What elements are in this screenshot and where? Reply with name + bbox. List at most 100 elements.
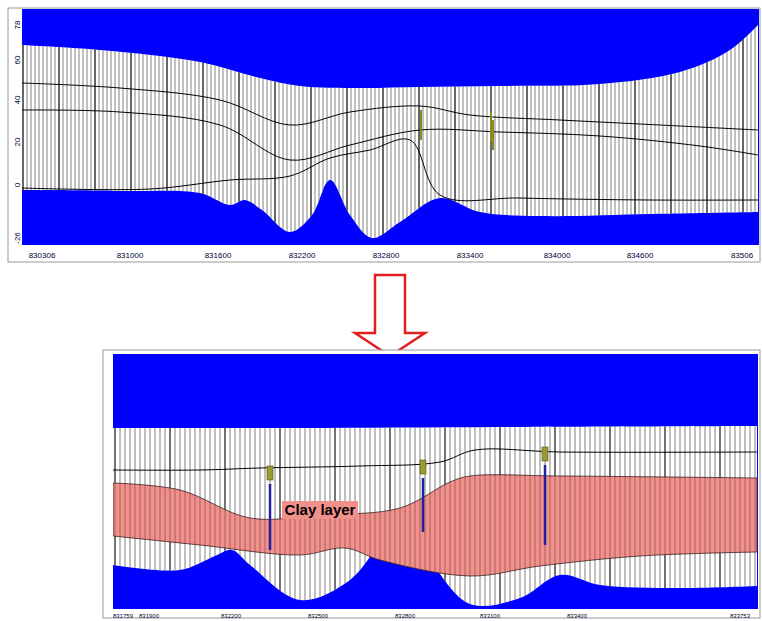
grid-column: [331, 0, 332, 260]
axis-tick-label: 831759: [113, 613, 133, 619]
grid-column: [195, 460, 196, 600]
grid-column: [691, 0, 692, 260]
grid-column: [580, 460, 581, 600]
grid-column: [207, 0, 208, 260]
grid-column: [279, 0, 280, 260]
grid-column: [500, 460, 501, 600]
grid-column: [523, 0, 524, 260]
grid-column: [379, 0, 380, 260]
axis-tick-label: 830306: [29, 252, 56, 260]
grid-column: [510, 460, 511, 600]
axis-tick-label: 832800: [373, 252, 400, 260]
grid-column: [579, 0, 580, 260]
grid-column: [94, 0, 95, 260]
grid-column: [67, 0, 68, 260]
grid-column: [227, 0, 228, 260]
grid-column: [495, 460, 496, 600]
grid-column: [274, 0, 275, 260]
grid-column: [255, 460, 256, 600]
grid-column: [480, 460, 481, 600]
grid-column: [395, 460, 396, 600]
grid-column: [315, 460, 316, 600]
grid-column: [747, 0, 748, 260]
grid-column: [310, 460, 311, 600]
grid-column: [71, 0, 72, 260]
grid-column: [705, 460, 706, 600]
grid-column: [235, 400, 236, 615]
grid-column: [127, 0, 128, 260]
grid-column: [545, 460, 546, 600]
grid-column: [370, 460, 371, 600]
grid-column: [183, 0, 184, 260]
grid-column: [323, 0, 324, 260]
grid-column: [645, 460, 646, 600]
axis-tick-label: 20: [14, 138, 22, 147]
grid-column: [445, 460, 446, 600]
grid-column: [567, 0, 568, 260]
grid-column: [695, 0, 696, 260]
grid-column: [179, 0, 180, 260]
grid-column: [439, 0, 440, 260]
grid-column: [339, 0, 340, 260]
grid-column: [343, 0, 344, 260]
grid-column: [550, 460, 551, 600]
grid-column: [295, 0, 296, 260]
borehole-mark: [267, 466, 273, 480]
grid-column: [505, 460, 506, 600]
grid-column: [555, 460, 556, 600]
grid-column: [640, 460, 641, 600]
layer-boundary: [22, 139, 758, 201]
grid-column: [547, 0, 548, 260]
model-grid: [9, 0, 759, 261]
grid-column: [120, 460, 121, 600]
grid-column: [680, 460, 681, 600]
grid-column: [745, 460, 746, 600]
borehole: [269, 484, 272, 550]
grid-column: [625, 460, 626, 600]
axis-tick-label: 833400: [567, 613, 587, 619]
grid-column: [195, 0, 196, 260]
grid-column: [611, 0, 612, 260]
grid-column: [395, 0, 396, 260]
grid-column: [327, 0, 328, 260]
grid-column: [571, 0, 572, 260]
grid-column: [539, 0, 540, 260]
grid-column: [260, 460, 261, 600]
grid-column: [715, 0, 716, 260]
grid-column: [123, 0, 124, 260]
grid-column: [175, 0, 176, 260]
grid-column: [346, 0, 347, 260]
grid-column: [275, 400, 276, 615]
axis-tick-label: 834600: [627, 252, 654, 260]
grid-column: [103, 0, 104, 260]
grid-column: [202, 0, 203, 260]
layer-boundary: [113, 449, 757, 470]
grid-column: [699, 0, 700, 260]
grid-column: [224, 400, 225, 615]
grid-column: [280, 460, 281, 600]
grid-column: [43, 0, 44, 260]
grid-column: [350, 460, 351, 600]
axis-tick-label: 832200: [221, 613, 241, 619]
grid-column: [263, 0, 264, 260]
grid-column: [115, 460, 116, 600]
grid-column: [465, 460, 466, 600]
grid-column: [299, 0, 300, 260]
grid-column: [355, 0, 356, 260]
grid-column: [375, 0, 376, 260]
grid-column: [475, 0, 476, 260]
axis-tick-label: 60: [14, 56, 22, 65]
grid-column: [238, 0, 239, 260]
grid-column: [615, 460, 616, 600]
grid-column: [595, 460, 596, 600]
grid-column: [295, 460, 296, 600]
borehole-mark: [490, 112, 492, 142]
grid-column: [382, 0, 383, 260]
grid-column: [430, 460, 431, 600]
grid-column: [371, 0, 372, 260]
transform-arrow: [355, 275, 425, 356]
grid-column: [387, 0, 388, 260]
grid-column: [365, 400, 366, 615]
grid-column: [562, 0, 563, 260]
axis-strip: [104, 609, 759, 617]
